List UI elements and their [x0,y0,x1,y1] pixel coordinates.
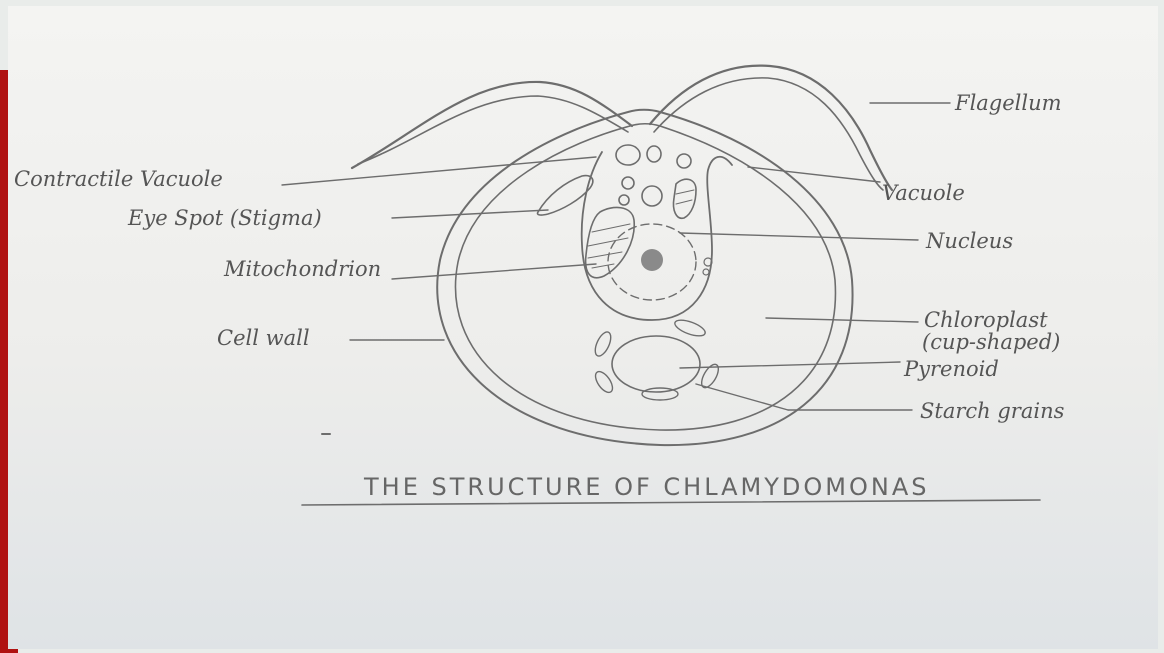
label-flagellum: Flagellum [954,91,1062,115]
cell-wall-outer [437,110,852,445]
label-vacuole: Vacuole [882,181,965,205]
contractile-vacuoles [616,145,691,206]
label-eye-spot: Eye Spot (Stigma) [127,206,322,230]
eye-spot [537,176,592,215]
mitochondria [586,179,696,278]
label-starch-grains: Starch grains [920,399,1065,423]
cell-membrane [455,124,835,430]
pyrenoid [612,336,700,392]
label-pyrenoid: Pyrenoid [903,357,999,381]
label-mitochondrion: Mitochondrion [223,257,381,281]
flagellum-left [352,82,632,168]
label-chloroplast: Chloroplast [924,308,1048,332]
label-nucleus: Nucleus [925,229,1013,253]
label-chloroplast-note: (cup-shaped) [922,330,1060,354]
nucleus [608,224,712,300]
label-contractile-vacuole: Contractile Vacuole [14,167,223,191]
flagellum-right [650,66,892,190]
label-cell-wall: Cell wall [217,326,310,350]
chloroplast-cup [582,152,732,320]
starch-grains [592,317,722,400]
diagram-title: THE STRUCTURE OF CHLAMYDOMONAS [363,473,930,501]
